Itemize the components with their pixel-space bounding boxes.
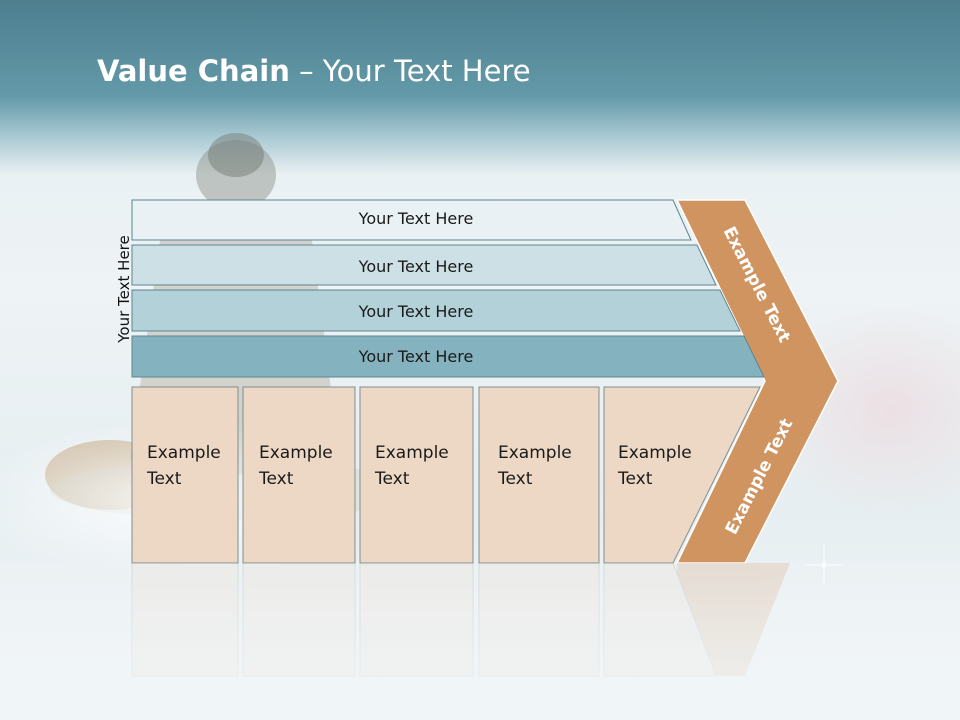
box-3-shape [359, 386, 474, 564]
reflection-fade [0, 563, 960, 720]
strip-2-label: Your Text Here [358, 257, 474, 276]
box-1-label: Example Text [147, 440, 221, 492]
box-1-shape [131, 386, 239, 564]
box-2-label: Example Text [259, 440, 333, 492]
header-band [0, 0, 960, 175]
box-1-line1: Example [147, 443, 221, 463]
box-3-label: Example Text [375, 440, 449, 492]
box-4-shape [478, 386, 600, 564]
box-4-label: Example Text [498, 440, 572, 492]
box-1-line2: Text [147, 469, 182, 489]
strip-3-shape [131, 289, 741, 332]
strip-1-shape [131, 199, 692, 241]
box-2-line1: Example [259, 443, 333, 463]
box-5-line1: Example [618, 443, 692, 463]
box-5-label: Example Text [618, 440, 692, 492]
side-label: Your Text Here [115, 235, 133, 343]
box-2-shape [242, 386, 356, 564]
box-3-line1: Example [375, 443, 449, 463]
box-2-line2: Text [259, 469, 294, 489]
strip-4-shape [131, 335, 765, 378]
slide-title: Value Chain – Your Text Here [97, 54, 531, 88]
box-5-line2: Text [618, 469, 653, 489]
box-4-line1: Example [498, 443, 572, 463]
strip-3-label: Your Text Here [358, 302, 474, 321]
title-bold: Value Chain [97, 54, 290, 88]
box-3-line2: Text [375, 469, 410, 489]
title-rest: – Your Text Here [289, 54, 531, 88]
strip-2-shape [131, 244, 717, 286]
strip-4-label: Your Text Here [358, 347, 474, 366]
box-4-line2: Text [498, 469, 533, 489]
strip-1-label: Your Text Here [358, 209, 474, 228]
